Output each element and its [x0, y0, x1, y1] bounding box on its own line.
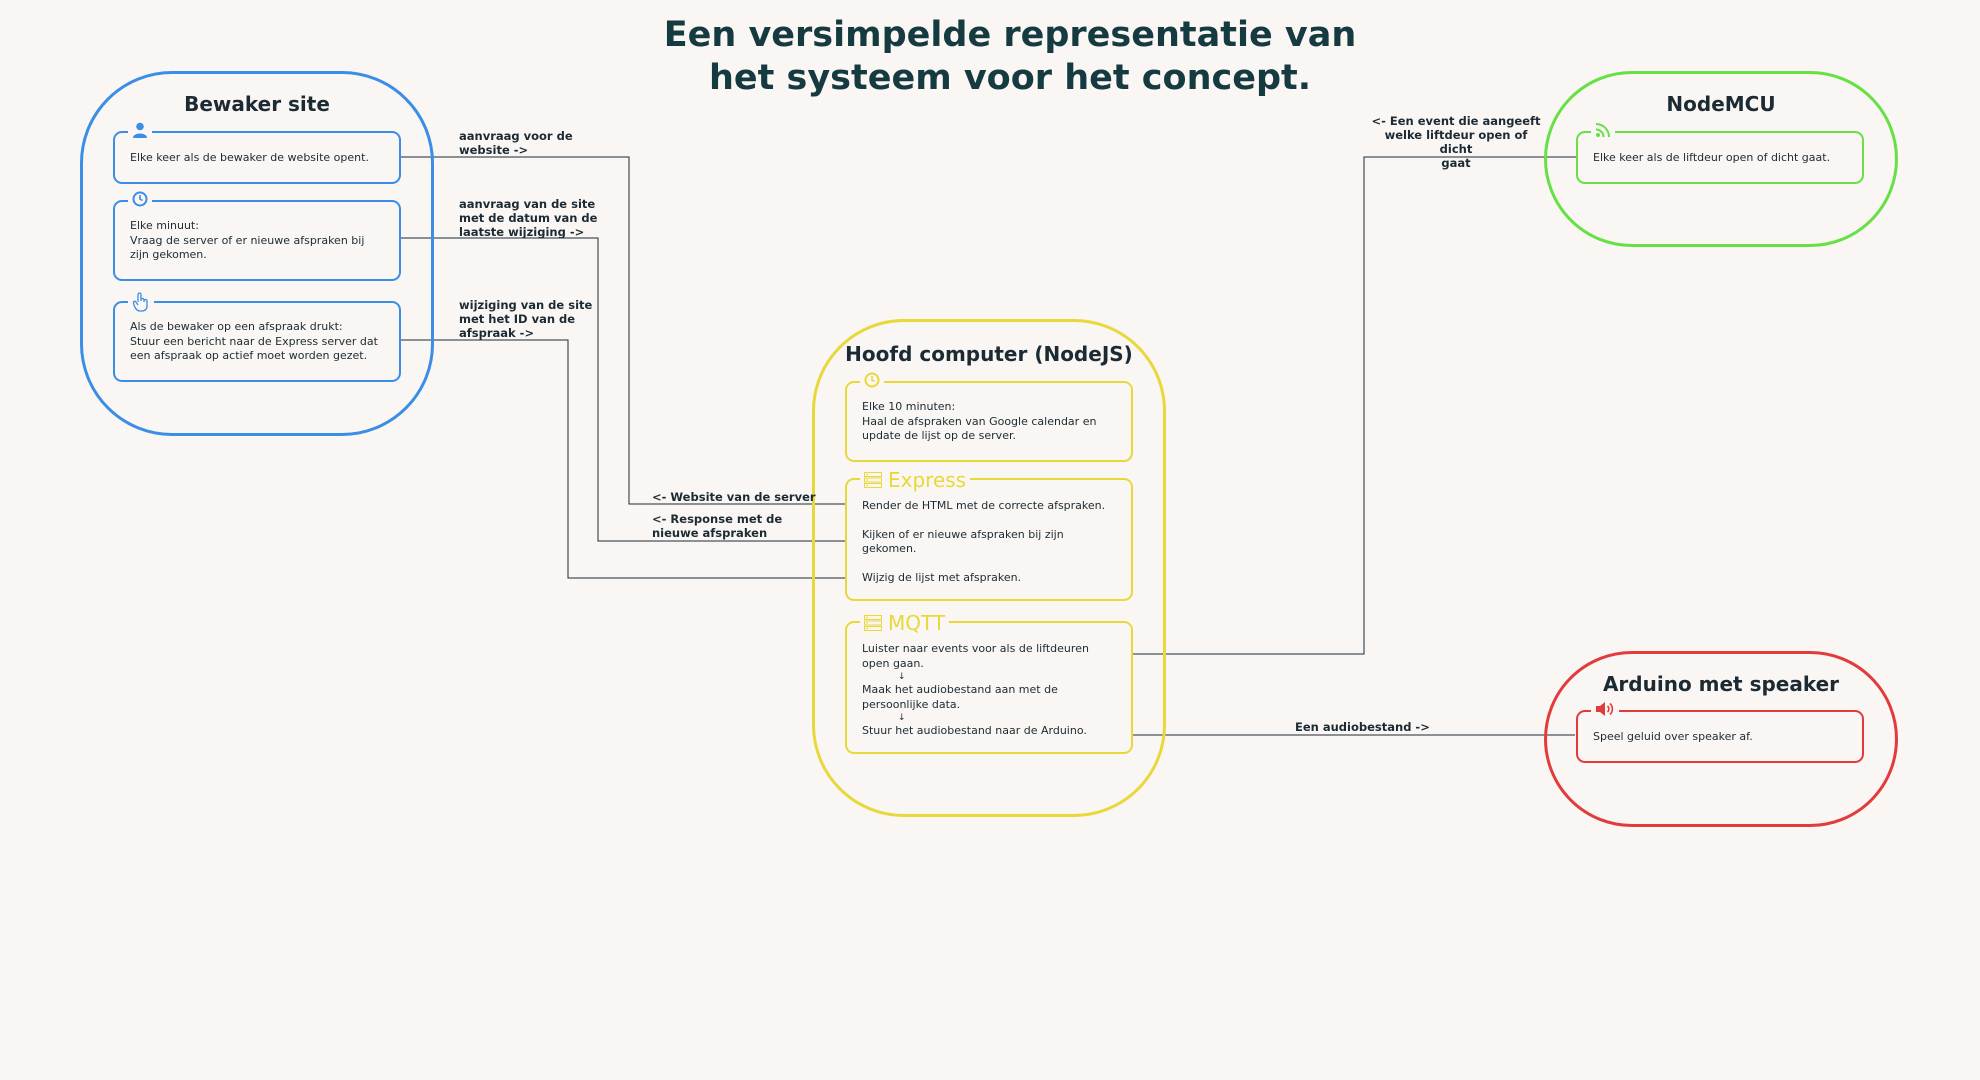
- express-header: Express: [860, 468, 971, 492]
- express-line-check: Kijken of er nieuwe afspraken bij zijn g…: [862, 527, 1064, 556]
- express-line-render: Render de HTML met de correcte afspraken…: [862, 499, 1106, 512]
- card-google-calendar: Elke 10 minuten: Haal de afspraken van G…: [845, 372, 1133, 462]
- group-bewaker-site: Bewaker site: [80, 71, 434, 436]
- line-date-request: [378, 237, 860, 542]
- card-minute-check: Elke minuut: Vraag de server of er nieuw…: [113, 191, 401, 281]
- card-website-open: Elke keer als de bewaker de website open…: [113, 122, 401, 184]
- clock-icon: [860, 372, 884, 388]
- group-arduino: Arduino met speaker: [1544, 651, 1898, 827]
- card-appointment-click: Als de bewaker op een afspraak drukt: St…: [113, 292, 401, 382]
- card-text: Elke keer als de bewaker de website open…: [130, 151, 369, 164]
- card-mqtt: MQTT Luister naar events voor als de lif…: [845, 612, 1133, 754]
- group-nodemcu: NodeMCU: [1544, 71, 1898, 247]
- card-express: Express Render de HTML met de correcte a…: [845, 469, 1133, 601]
- card-text: Elke minuut: Vraag de server of er nieuw…: [130, 219, 365, 261]
- server-icon: [864, 472, 882, 488]
- label-event: <- Een event die aangeeft welke liftdeur…: [1371, 114, 1541, 170]
- mqtt-line-create: Maak het audiobestand aan met de persoon…: [862, 683, 1058, 711]
- rss-icon: [1591, 122, 1615, 138]
- line-event: [1100, 156, 1585, 655]
- card-text: Elke keer als de liftdeur open of dicht …: [1593, 151, 1831, 164]
- group-title-nodemcu: NodeMCU: [1666, 92, 1776, 116]
- group-title-arduino: Arduino met speaker: [1602, 672, 1840, 696]
- label-aanvraag-datum: aanvraag van de site met de datum van de…: [459, 197, 598, 239]
- card-speaker: Speel geluid over speaker af.: [1576, 701, 1864, 763]
- mqtt-header: MQTT: [860, 611, 950, 635]
- arrow-down-icon: ↓: [898, 713, 906, 723]
- express-label: Express: [888, 468, 967, 492]
- group-title-hoofd: Hoofd computer (NodeJS): [845, 342, 1133, 366]
- mqtt-label: MQTT: [888, 611, 946, 635]
- group-title-bewaker: Bewaker site: [184, 92, 330, 116]
- label-website-server: <- Website van de server: [652, 490, 816, 504]
- label-wijziging: wijziging van de site met het ID van de …: [459, 298, 593, 340]
- line-website-request: [378, 156, 860, 505]
- arrow-down-icon: ↓: [898, 672, 906, 682]
- clock-icon: [128, 191, 152, 207]
- label-response: <- Response met de nieuwe afspraken: [652, 512, 783, 540]
- user-icon: [128, 122, 152, 138]
- card-liftdeur: Elke keer als de liftdeur open of dicht …: [1576, 122, 1864, 184]
- diagram-title: Een versimpelde representatie van het sy…: [663, 15, 1357, 98]
- label-audiobestand: Een audiobestand ->: [1295, 720, 1430, 734]
- card-text: Elke 10 minuten: Haal de afspraken van G…: [862, 400, 1097, 442]
- server-icon: [864, 615, 882, 631]
- card-text: Speel geluid over speaker af.: [1593, 730, 1753, 743]
- line-change-request: [378, 339, 860, 579]
- label-aanvraag-website: aanvraag voor de website ->: [459, 129, 573, 157]
- express-line-change: Wijzig de lijst met afspraken.: [862, 570, 1022, 584]
- card-text: Als de bewaker op een afspraak drukt: St…: [130, 320, 378, 362]
- speaker-icon: [1591, 701, 1619, 717]
- pointer-hand-icon: [128, 292, 154, 312]
- mqtt-line-send: Stuur het audiobestand naar de Arduino.: [862, 724, 1087, 737]
- group-hoofd-computer: Hoofd computer (NodeJS): [812, 319, 1166, 817]
- mqtt-line-listen: Luister naar events voor als de liftdeur…: [862, 642, 1089, 670]
